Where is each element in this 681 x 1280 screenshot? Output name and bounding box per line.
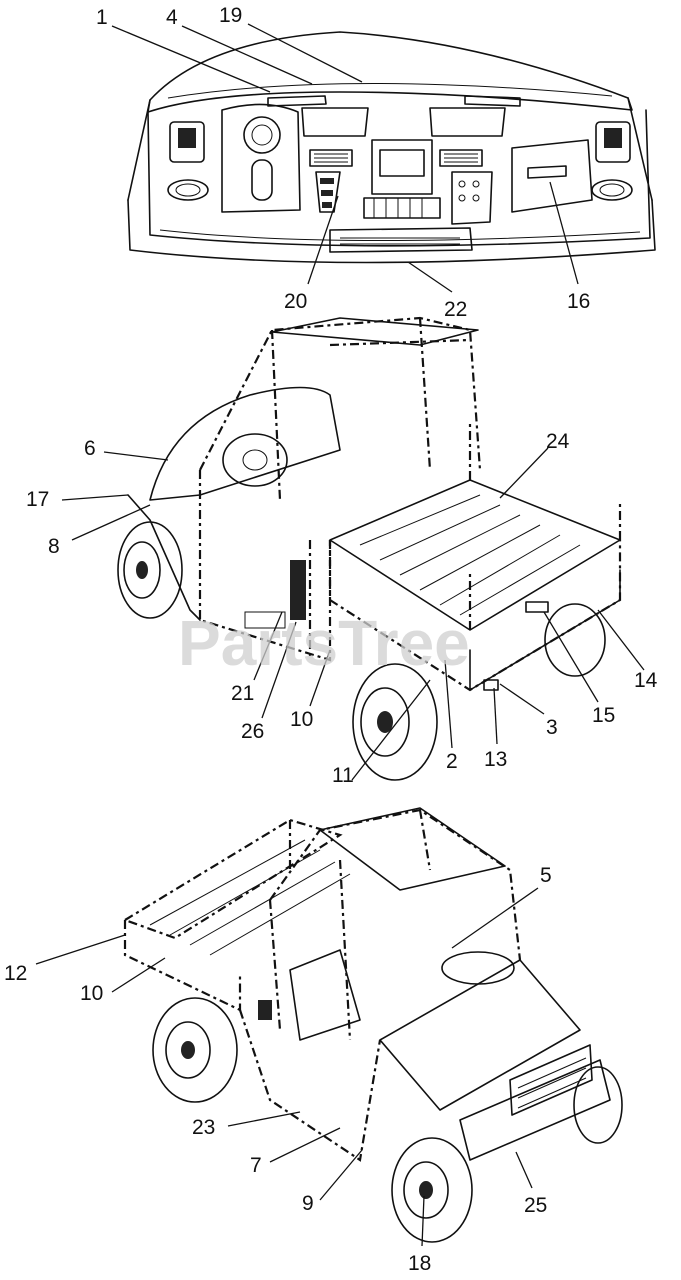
callout-25: 25 [524, 1194, 547, 1217]
watermark: PartsTree [178, 607, 470, 679]
leader-23 [227, 1111, 301, 1127]
leader-3 [499, 683, 545, 715]
callout-10b: 10 [80, 982, 103, 1005]
leader-15 [543, 611, 599, 703]
callout-17: 17 [26, 488, 49, 511]
callout-20: 20 [284, 290, 307, 313]
callout-9: 9 [302, 1192, 314, 1215]
leader-14 [597, 609, 645, 671]
callout-24: 24 [546, 430, 570, 453]
callout-4: 4 [166, 6, 178, 29]
leader-12 [35, 934, 126, 965]
leader-20 [307, 195, 339, 285]
callout-14: 14 [634, 669, 658, 692]
callout-6: 6 [84, 437, 96, 460]
leader-22 [407, 261, 453, 293]
leader-1 [111, 25, 271, 93]
callout-8: 8 [48, 535, 60, 558]
dashboard-view [111, 23, 656, 293]
leader-5 [451, 887, 539, 949]
leader-26 [261, 621, 297, 719]
callout-23: 23 [192, 1116, 215, 1139]
leader-18 [421, 1195, 425, 1247]
leader-6 [103, 451, 169, 461]
callout-1: 1 [96, 6, 108, 29]
leader-17 [61, 494, 129, 501]
callout-12: 12 [4, 962, 27, 985]
callout-15: 15 [592, 704, 615, 727]
callout-3: 3 [546, 716, 558, 739]
leader-16 [549, 181, 579, 285]
leader-19 [247, 23, 363, 83]
rear-left-vehicle-view [61, 316, 645, 781]
callout-16: 16 [567, 290, 590, 313]
leader-4 [181, 25, 313, 85]
callout-11: 11 [332, 764, 354, 787]
callout-10a: 10 [290, 708, 313, 731]
callout-21: 21 [231, 682, 254, 705]
callout-19: 19 [219, 4, 242, 27]
leader-10a [309, 649, 331, 707]
callout-5: 5 [540, 864, 552, 887]
callout-26: 26 [241, 720, 264, 743]
callout-22: 22 [444, 298, 467, 321]
leader-10b [111, 957, 166, 993]
leader-11 [351, 679, 431, 781]
leader-24 [499, 447, 549, 499]
leader-2 [444, 659, 453, 749]
leader-25 [515, 1151, 533, 1189]
callout-7: 7 [250, 1154, 262, 1177]
callout-2: 2 [446, 750, 458, 773]
leader-13 [493, 687, 498, 745]
leader-9 [319, 1149, 363, 1201]
callout-13: 13 [484, 748, 507, 771]
leader-21 [253, 611, 283, 681]
callout-18: 18 [408, 1252, 431, 1275]
callout-labels: 1 4 19 20 22 16 6 17 8 24 21 26 10 11 2 … [4, 4, 658, 1275]
leader-7 [269, 1127, 341, 1163]
leader-8 [71, 504, 151, 541]
front-left-vehicle-view [35, 807, 623, 1247]
